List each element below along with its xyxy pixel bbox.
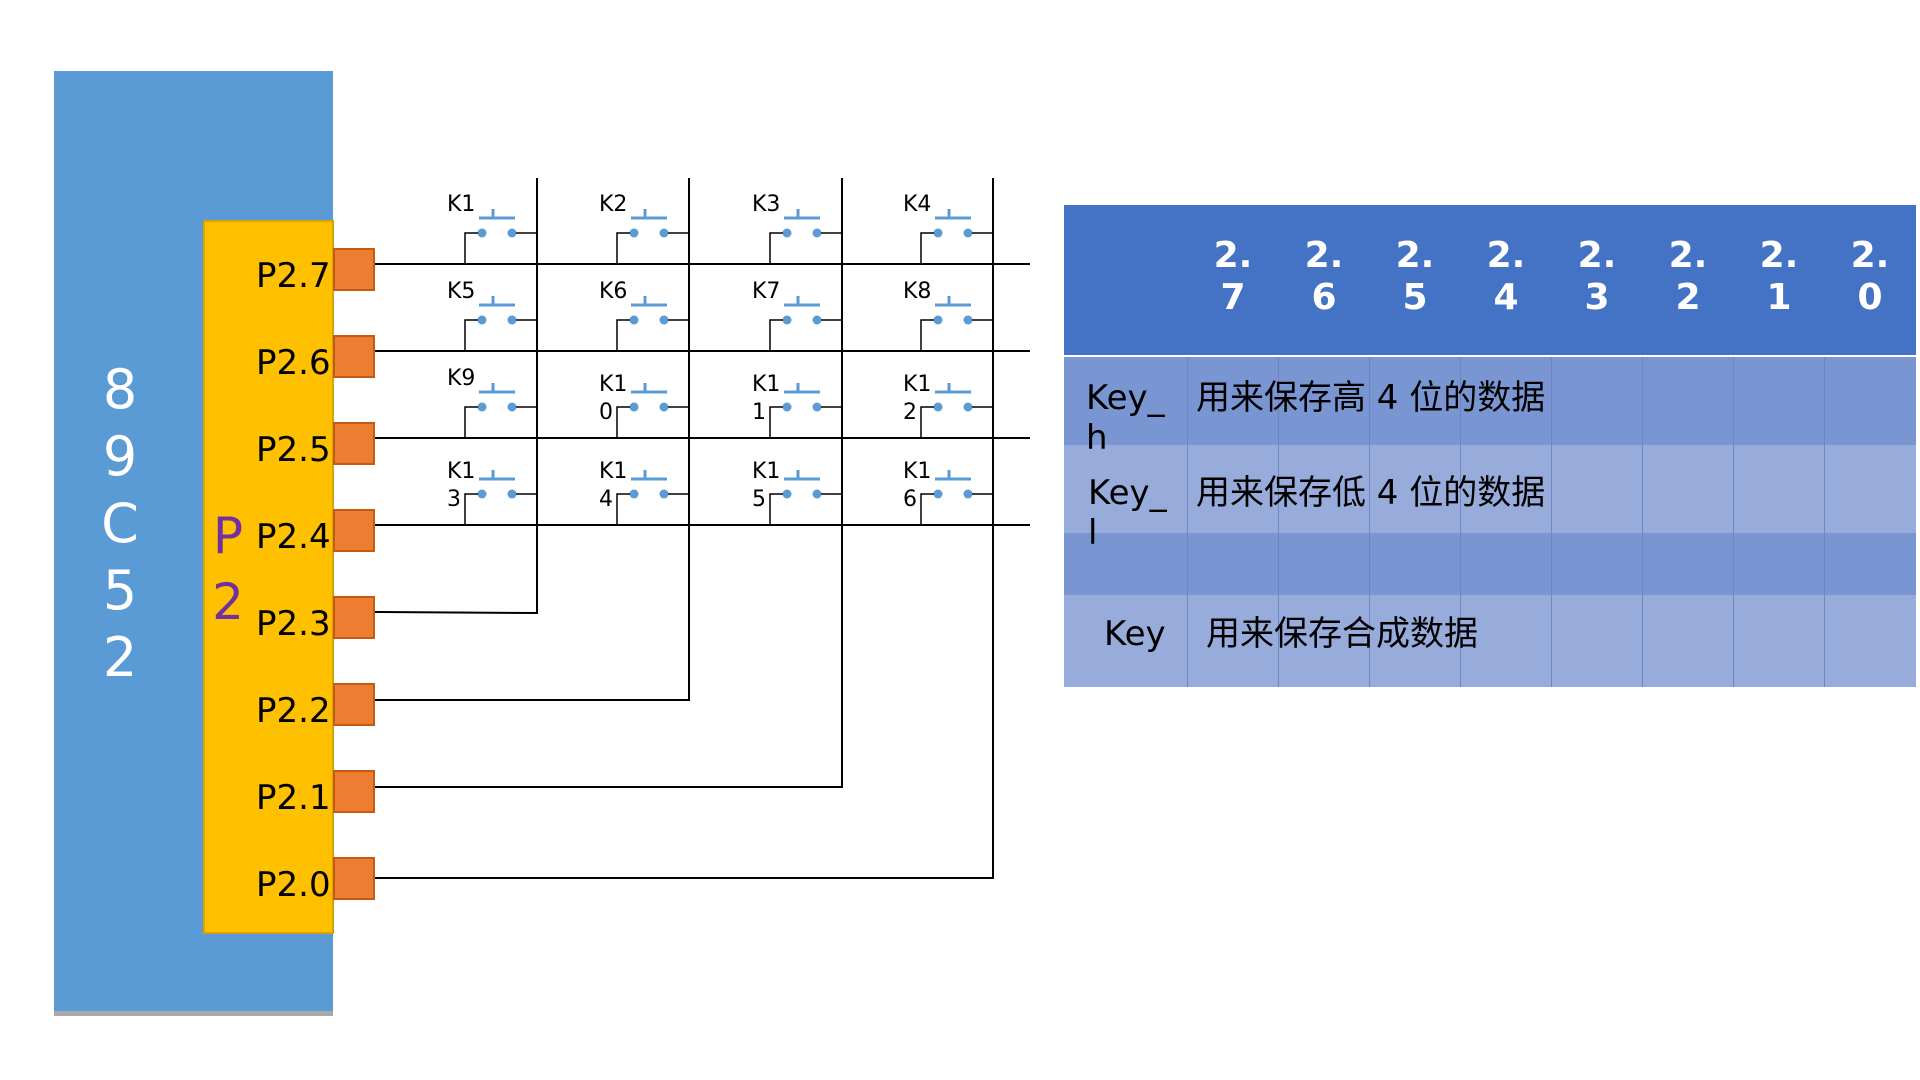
key-label: K2 — [599, 192, 628, 217]
key-label: K1 3 — [447, 459, 476, 512]
register-table: 2. 7 2. 6 2. 5 2. 4 2. 3 2. 2 2. 1 2. 0 … — [1064, 205, 1916, 687]
row-desc-key-l: 用来保存低 4 位的数据 — [1196, 473, 1546, 513]
table-row — [1064, 357, 1916, 445]
header-cell-2-0: 2. 0 — [1850, 235, 1890, 318]
key-label: K1 2 — [903, 372, 932, 425]
row-name-key-l: Key_ l — [1088, 473, 1167, 553]
pin-label-p2-5: P2.5 — [256, 430, 331, 470]
pin-tab-p2-5 — [333, 422, 375, 465]
key-label: K3 — [752, 192, 781, 217]
header-cell-2-4: 2. 4 — [1486, 235, 1526, 318]
push-switch-icon — [616, 209, 689, 264]
pin-tab-p2-0 — [333, 857, 375, 900]
row-desc-key: 用来保存合成数据 — [1206, 614, 1478, 654]
pin-label-p2-4: P2.4 — [256, 517, 331, 557]
pin-label-p2-1: P2.1 — [256, 778, 331, 818]
push-switch-icon — [464, 470, 537, 525]
push-switch-icon — [920, 209, 993, 264]
key-label: K5 — [447, 279, 476, 304]
header-cell-2-3: 2. 3 — [1577, 235, 1617, 318]
pin-label-p2-6: P2.6 — [256, 343, 331, 383]
pin-label-p2-3: P2.3 — [256, 604, 331, 644]
key-label: K9 — [447, 366, 476, 391]
push-switch-icon — [616, 296, 689, 351]
row-name-key-h: Key_ h — [1086, 378, 1165, 458]
pin-label-p2-0: P2.0 — [256, 865, 331, 905]
table-row — [1064, 595, 1916, 687]
push-switch-icon — [616, 383, 689, 438]
push-switch-icon — [769, 209, 842, 264]
row-desc-key-h: 用来保存高 4 位的数据 — [1196, 378, 1546, 418]
pin-tab-p2-7 — [333, 248, 375, 291]
table-header: 2. 7 2. 6 2. 5 2. 4 2. 3 2. 2 2. 1 2. 0 — [1064, 205, 1916, 355]
port-name: P 2 — [212, 507, 244, 631]
pin-tab-p2-3 — [333, 596, 375, 639]
push-switch-icon — [616, 470, 689, 525]
key-label: K1 1 — [752, 372, 781, 425]
key-label: K8 — [903, 279, 932, 304]
pin-tab-p2-2 — [333, 683, 375, 726]
key-label: K7 — [752, 279, 781, 304]
push-switch-icon — [920, 383, 993, 438]
push-switch-icon — [769, 470, 842, 525]
header-cell-2-6: 2. 6 — [1304, 235, 1344, 318]
chip-name: 8 9 C 5 2 — [101, 358, 139, 689]
pin-tab-p2-6 — [333, 335, 375, 378]
key-label: K6 — [599, 279, 628, 304]
key-label: K1 6 — [903, 459, 932, 512]
push-switch-icon — [920, 470, 993, 525]
header-cell-2-5: 2. 5 — [1395, 235, 1435, 318]
push-switch-icon — [464, 383, 537, 438]
push-switch-icon — [769, 383, 842, 438]
row-name-key: Key — [1104, 614, 1166, 654]
header-cell-2-2: 2. 2 — [1668, 235, 1708, 318]
key-label: K1 4 — [599, 459, 628, 512]
key-label: K1 0 — [599, 372, 628, 425]
push-switch-icon — [769, 296, 842, 351]
pin-label-p2-7: P2.7 — [256, 256, 331, 296]
table-row — [1064, 533, 1916, 595]
key-label: K1 — [447, 192, 476, 217]
key-label: K1 5 — [752, 459, 781, 512]
push-switch-icon — [464, 296, 537, 351]
header-cell-2-1: 2. 1 — [1759, 235, 1799, 318]
pin-tab-p2-4 — [333, 509, 375, 552]
push-switch-icon — [920, 296, 993, 351]
key-label: K4 — [903, 192, 932, 217]
pin-tab-p2-1 — [333, 770, 375, 813]
header-cell-2-7: 2. 7 — [1213, 235, 1253, 318]
pin-label-p2-2: P2.2 — [256, 691, 331, 731]
port-block-p2 — [203, 220, 334, 934]
table-row — [1064, 445, 1916, 533]
push-switch-icon — [464, 209, 537, 264]
